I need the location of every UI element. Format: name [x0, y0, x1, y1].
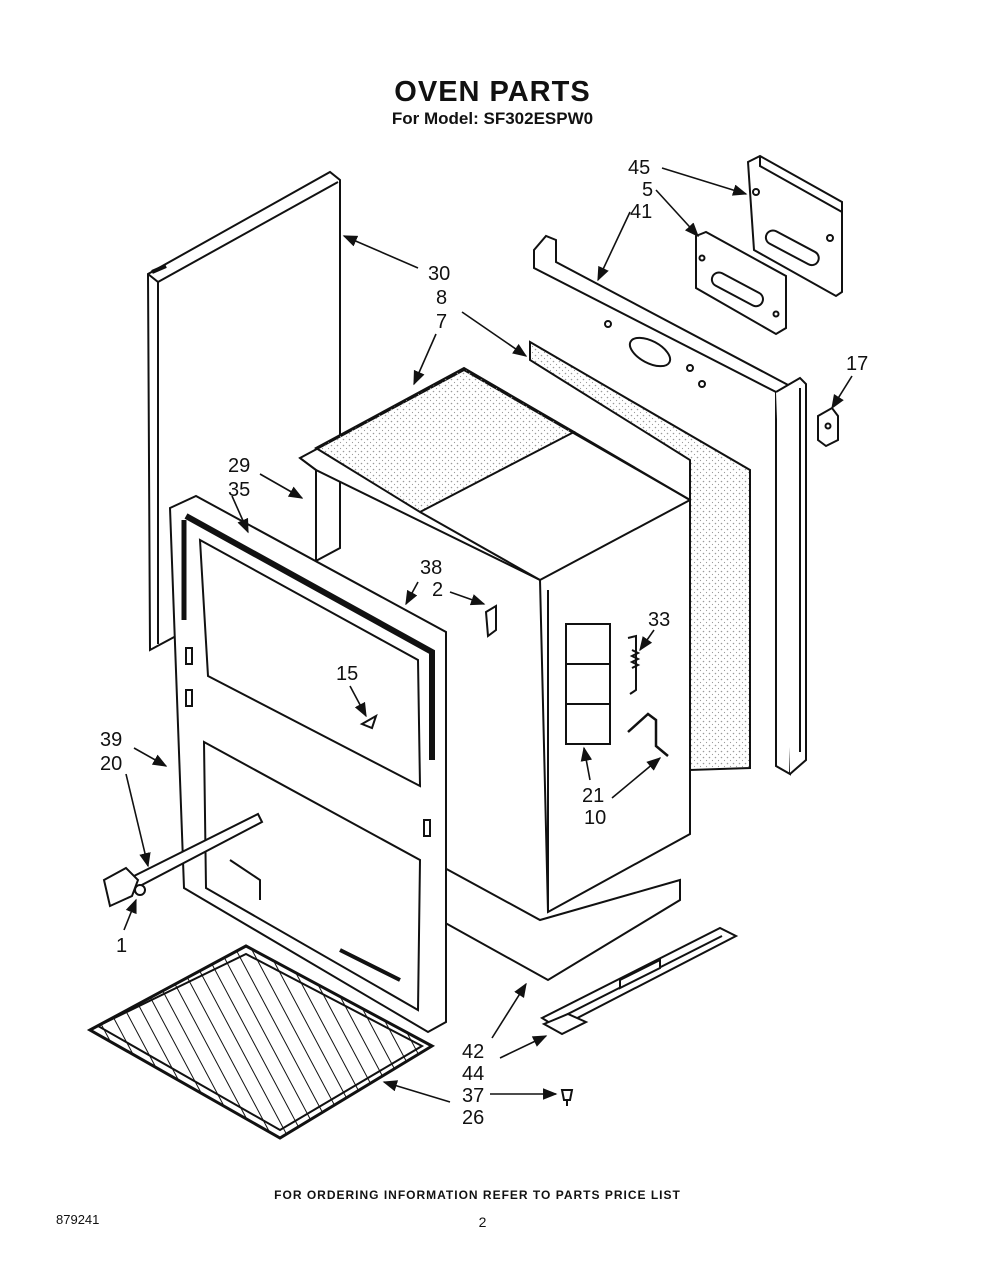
wire-10-part: [627, 712, 669, 757]
callout-labels: 45 5 41 30 8 7 17 29 35 38 2 33 15 39 20…: [100, 157, 868, 1129]
callout-20: 20: [100, 753, 122, 775]
document-number: 879241: [56, 1212, 100, 1227]
callout-37: 37: [462, 1085, 484, 1107]
callout-26: 26: [462, 1107, 484, 1129]
callout-17: 17: [846, 353, 868, 375]
callout-8: 8: [436, 287, 447, 309]
oven-rack-part: [86, 944, 436, 1140]
leader-lines: [123, 167, 853, 1103]
callout-44: 44: [462, 1063, 484, 1085]
callout-39: 39: [100, 729, 122, 751]
rack-slide-part: [102, 812, 264, 908]
ordering-note: FOR ORDERING INFORMATION REFER TO PARTS …: [274, 1188, 681, 1202]
clip-15-part: [359, 713, 378, 730]
callout-29: 29: [228, 455, 250, 477]
callout-38: 38: [420, 557, 442, 579]
page-number: 2: [478, 1214, 487, 1230]
callout-21: 21: [582, 785, 604, 807]
small-bracket-17-part: [817, 406, 839, 448]
model-subtitle: For Model: SF302ESPW0: [391, 109, 594, 128]
bracket-2-part: [484, 604, 497, 638]
callout-41: 41: [630, 201, 652, 223]
front-frame-part: [168, 494, 447, 1034]
callout-7: 7: [436, 311, 447, 333]
gasket-plate-part: [695, 230, 787, 336]
bracket-45-part: [746, 154, 843, 298]
callout-1: 1: [116, 935, 127, 957]
element-bracket-part: [541, 1012, 589, 1036]
screw-37-part: [560, 1089, 574, 1106]
callout-45: 45: [628, 157, 650, 179]
spring-33-part: [627, 634, 641, 695]
callout-30: 30: [428, 263, 450, 285]
callout-10: 10: [584, 807, 606, 829]
bottom-track-part: [539, 926, 739, 1030]
callout-15: 15: [336, 663, 358, 685]
callout-2: 2: [432, 579, 443, 601]
callout-42: 42: [462, 1041, 484, 1063]
callout-33: 33: [648, 609, 670, 631]
callout-5: 5: [642, 179, 653, 201]
oven-liner-part: [298, 366, 691, 982]
rear-panel-part: [533, 234, 807, 776]
page-title: OVEN PARTS: [394, 76, 591, 108]
callout-35: 35: [228, 479, 250, 501]
